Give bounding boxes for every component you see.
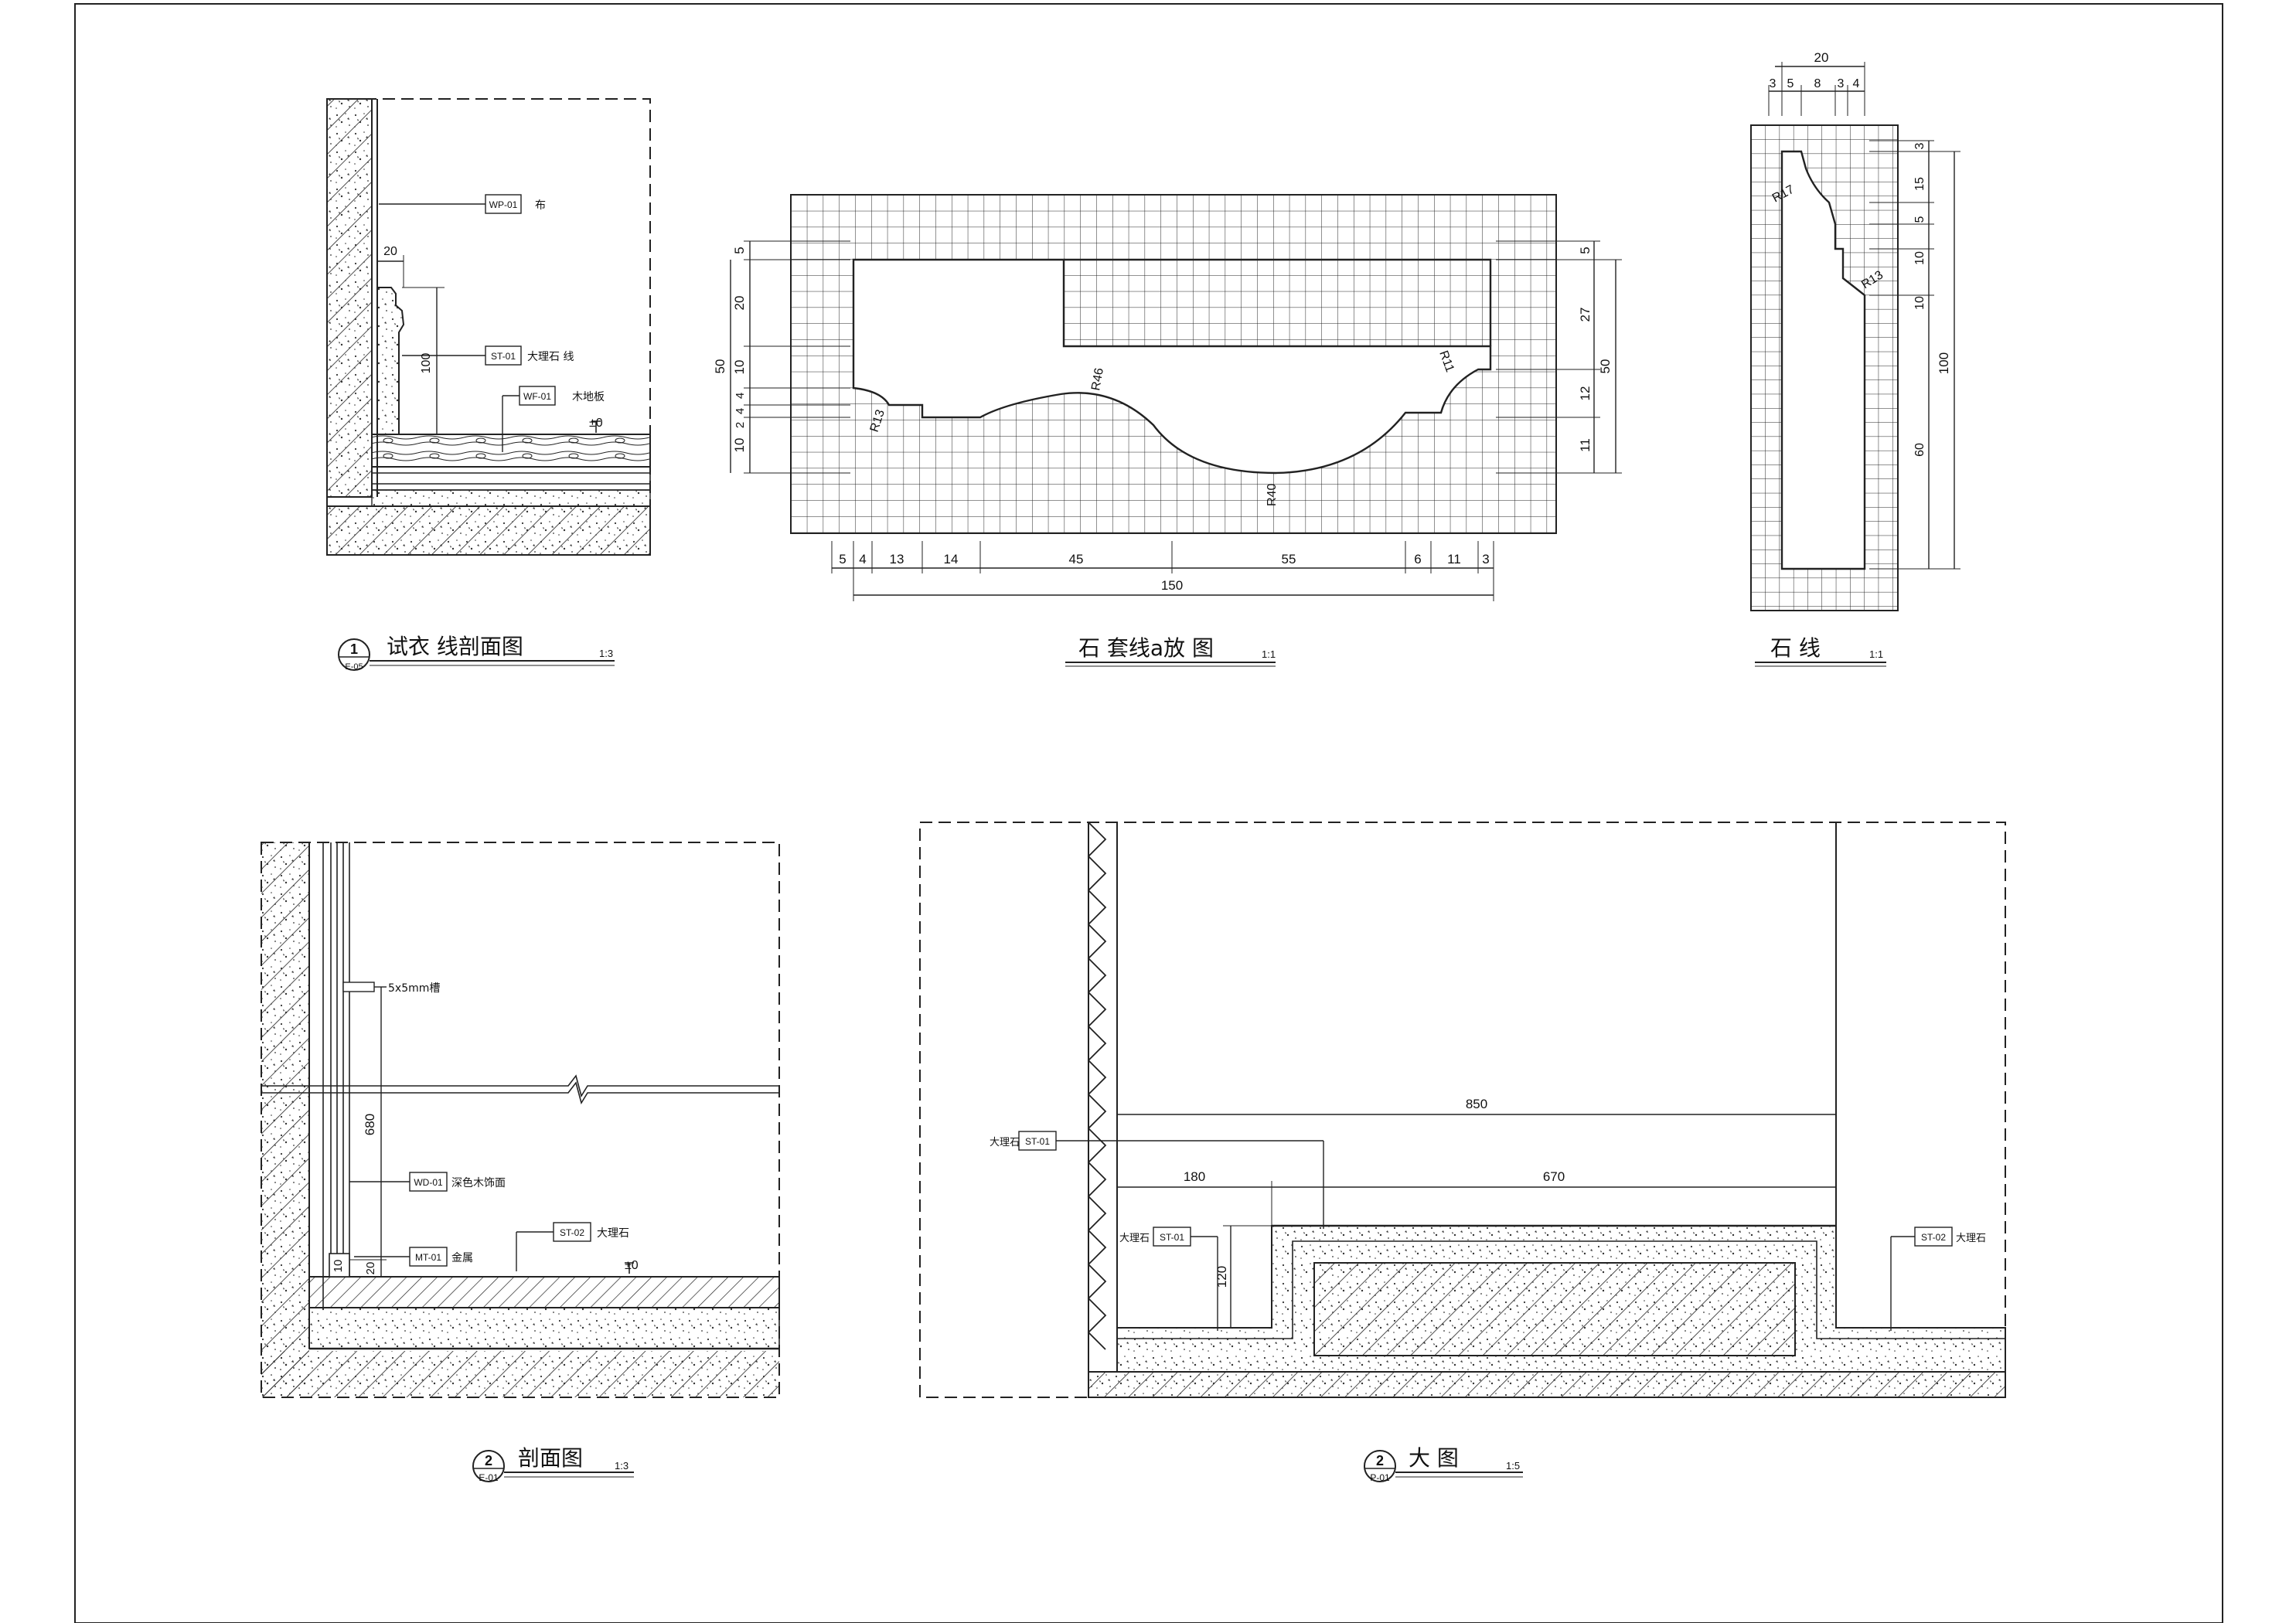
dim-right-2: 27 [1578,308,1593,322]
dim-right-1: 5 [1578,247,1593,253]
dim-bottom-1: 5 [839,552,846,567]
tag-st: ST-01 [491,351,516,362]
tag-st1-side: ST-01 [1160,1232,1184,1243]
dim-right-3: 5 [1913,216,1926,223]
dim-small: 10 [332,1260,345,1273]
dim-left-6: 2 [734,422,747,428]
dim-right-4: 11 [1578,438,1593,452]
ref-number: 1 [350,641,358,657]
ref-sheet: P-01 [1370,1472,1390,1483]
dim-total: 850 [1466,1097,1487,1111]
level-mark: ±0 [589,417,603,430]
dim-top-4: 3 [1838,77,1845,90]
dim-right-1: 3 [1913,142,1926,149]
tag-wp-note: 布 [535,199,546,212]
detail-5-enlarged: 850 180 670 120 ST-01 大理石 ST-01 大理石 ST-0… [919,822,2006,1483]
ref-number: 2 [485,1453,492,1468]
drawing-title: 石 线 [1770,635,1821,661]
drawing-title: 剖面图 [518,1445,583,1471]
dim-height: 680 [363,1114,377,1135]
dim-left-7: 10 [732,438,747,453]
detail-4-section: 5x5mm槽 680 20 10 WD-01 深色木饰面 MT-01 金属 ST… [261,842,780,1483]
screw-note: 5x5mm槽 [388,982,440,995]
tag-st1-top: ST-01 [1025,1136,1050,1147]
dim-right-4: 10 [1913,251,1926,265]
sheet-border [74,3,2223,1623]
dim-top-total: 20 [1814,50,1829,65]
tag-st1-side-note: 大理石 [1119,1233,1150,1244]
tag-st: ST-02 [560,1227,584,1238]
detail-2-stone-profile: 5 20 10 4 4 2 10 50 5 27 12 11 50 [713,194,1622,667]
dim-right-6: 60 [1913,443,1926,457]
dim-left-4: 4 [734,393,747,399]
tag-mt-note: 金属 [451,1252,473,1264]
tag-mt: MT-01 [415,1252,441,1263]
dim-left-3: 10 [732,360,747,375]
dim-top-1: 3 [1770,77,1777,90]
dim-top-5: 4 [1853,77,1860,90]
dim-right-3: 12 [1578,386,1593,401]
dim-left-5: 4 [734,408,747,414]
radius-2: R46 [1089,367,1106,392]
ref-number: 2 [1376,1453,1384,1468]
radius-3: R40 [1266,484,1279,506]
dim-right-5: 10 [1913,296,1926,310]
drawing-scale: 1:5 [1506,1460,1520,1472]
dim-right: 670 [1543,1169,1565,1184]
dim-left-2: 20 [732,296,747,311]
dim-left-1: 5 [732,247,747,253]
tag-st1-top-note: 大理石 [990,1137,1020,1148]
dim-bottom-5: 45 [1069,552,1084,567]
detail-1-section: WP-01 布 ST-01 大理石 线 WF-01 木地板 20 100 ±0 … [326,98,651,672]
dim-bottom-7: 6 [1414,552,1421,567]
dim-bottom-6: 55 [1282,552,1296,567]
tag-st2: ST-02 [1921,1232,1946,1243]
dim-top-2: 5 [1787,77,1794,90]
detail-3-stone-line: 20 3 5 8 3 4 3 15 5 10 10 60 100 R17 R13… [1750,50,1960,667]
tag-wf: WF-01 [523,391,551,402]
dim-right-total: 50 [1598,359,1613,374]
dim-left-total: 50 [713,359,727,374]
drawing-title: 大 图 [1409,1445,1459,1471]
dim-bottom-4: 14 [944,552,959,567]
dim-width: 20 [383,245,397,258]
ref-sheet: E-01 [479,1472,499,1483]
drawing-title: 石 套线a放 图 [1078,635,1214,661]
tag-wd-note: 深色木饰面 [451,1176,506,1189]
dim-bottom-8: 11 [1447,552,1461,567]
dim-base: 20 [364,1262,377,1275]
tag-st2-note: 大理石 [1956,1233,1986,1244]
drawing-scale: 1:3 [599,648,613,659]
tag-st-note: 大理石 线 [527,351,574,363]
tag-wf-note: 木地板 [572,391,605,403]
dim-bottom-2: 4 [859,552,866,567]
dim-height: 120 [1214,1266,1229,1288]
drawing-scale: 1:1 [1262,648,1276,660]
tag-st-note: 大理石 [597,1227,629,1240]
drawing-title: 试衣 线剖面图 [387,634,523,659]
dim-bottom-total: 150 [1161,578,1183,593]
dim-right-total: 100 [1937,352,1951,374]
dim-bottom-3: 13 [890,552,904,567]
dim-top-3: 8 [1814,77,1821,90]
ref-sheet: E-05 [345,662,363,672]
dim-left: 180 [1184,1169,1205,1184]
dim-right-2: 15 [1913,177,1926,191]
tag-wp: WP-01 [489,199,518,210]
drawing-scale: 1:3 [615,1460,629,1472]
dim-height: 100 [420,353,433,374]
level-mark: ±0 [625,1259,639,1272]
tag-wd: WD-01 [414,1177,443,1188]
drawing-scale: 1:1 [1869,648,1883,660]
dim-bottom-9: 3 [1482,552,1489,567]
